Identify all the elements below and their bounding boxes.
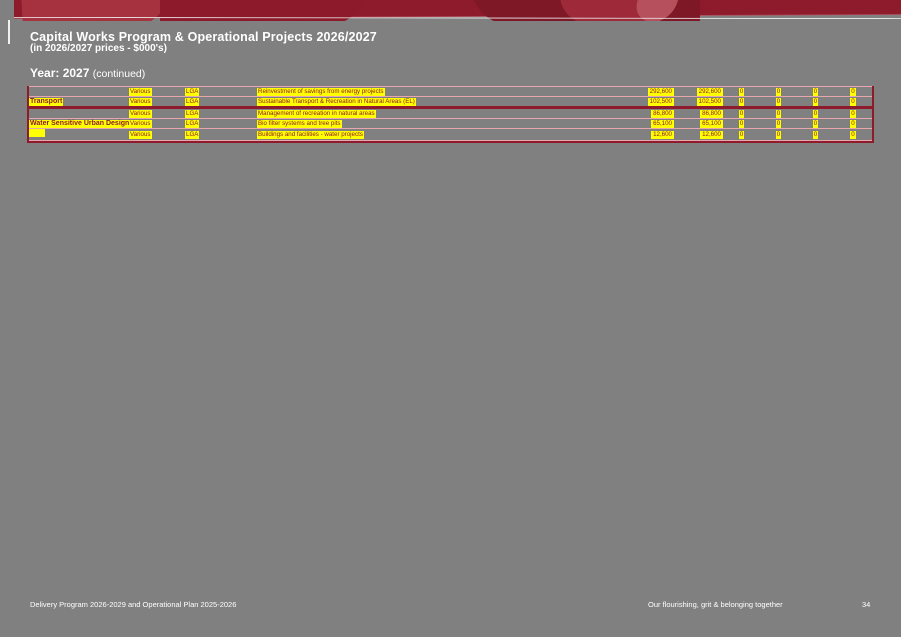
banner-left-notch xyxy=(0,0,14,21)
cell-funding-value: LGA xyxy=(185,120,200,128)
cell-description-value: Reinvestment of savings from energy proj… xyxy=(257,88,385,96)
cell-value-4: 0 xyxy=(760,86,797,97)
cell-description: Reinvestment of savings from energy proj… xyxy=(257,86,625,97)
cell-ward: Various xyxy=(129,107,185,119)
cell-category xyxy=(29,128,129,141)
cell-value-4: 0 xyxy=(760,107,797,119)
banner-swoosh-shape-2 xyxy=(160,0,370,21)
cell-ward-value: Various xyxy=(129,110,152,118)
cell-value-2: 12,600 xyxy=(674,128,723,141)
page-title: Capital Works Program & Operational Proj… xyxy=(30,30,377,44)
cell-funding: LGA xyxy=(185,128,257,141)
cell-description-value: Sustainable Transport & Recreation in Na… xyxy=(257,98,416,105)
cell-value-6: 0 xyxy=(834,96,872,109)
year-heading-continued: (continued) xyxy=(92,68,146,80)
cell-funding-value: LGA xyxy=(185,131,200,139)
cell-funding-value: LGA xyxy=(185,88,200,96)
cell-description: Bio filter systems and tree pits xyxy=(257,118,625,129)
cell-value-5: 0 xyxy=(797,107,834,119)
cell-ward-value: Various xyxy=(129,120,152,128)
cell-description: Buildings and facilities - water project… xyxy=(257,128,625,141)
page-subtitle: (in 2026/2027 prices - $000's) xyxy=(30,43,167,54)
cell-description: Sustainable Transport & Recreation in Na… xyxy=(257,96,625,109)
footer-page-number: 34 xyxy=(862,600,871,609)
cell-value-3: 0 xyxy=(723,107,760,119)
cell-funding: LGA xyxy=(185,118,257,129)
category-continuation-block xyxy=(29,129,45,137)
cell-funding: LGA xyxy=(185,107,257,119)
cell-ward-value: Various xyxy=(129,98,152,105)
cell-value-6: 0 xyxy=(834,118,872,129)
year-heading-label: Year: 2027 xyxy=(30,66,90,80)
cell-value-1: 292,600 xyxy=(625,86,674,97)
table-row: Transport Various LGA Sustainable Transp… xyxy=(29,96,872,109)
cell-category-value: Transport xyxy=(29,98,64,105)
cell-ward-value: Various xyxy=(129,88,152,96)
banner-hairline xyxy=(0,17,901,19)
cell-value-4: 0 xyxy=(760,118,797,129)
cell-description-value: Bio filter systems and tree pits xyxy=(257,120,342,128)
cell-ward: Various xyxy=(129,118,185,129)
cell-ward-value: Various xyxy=(129,131,152,139)
cell-value-2: 102,500 xyxy=(674,96,723,109)
cell-ward: Various xyxy=(129,128,185,141)
cell-category: Transport xyxy=(29,96,129,109)
cell-value-3: 0 xyxy=(723,118,760,129)
table-row: Various LGA Buildings and facilities - w… xyxy=(29,128,872,141)
table-row: Various LGA Management of recreation in … xyxy=(29,107,872,119)
cell-value-6: 0 xyxy=(834,86,872,97)
cell-category xyxy=(29,86,129,97)
cell-description: Management of recreation in natural area… xyxy=(257,107,625,119)
cell-description-value: Management of recreation in natural area… xyxy=(257,110,376,118)
cell-funding-value: LGA xyxy=(185,98,200,105)
footer-tagline: Our flourishing, grit & belonging togeth… xyxy=(648,600,783,609)
cell-value-2: 65,100 xyxy=(674,118,723,129)
cell-category-value: Water Sensitive Urban Design xyxy=(29,120,129,128)
cell-value-1: 12,600 xyxy=(625,128,674,141)
cell-value-5: 0 xyxy=(797,118,834,129)
capital-works-table-body: Various LGA Reinvestment of savings from… xyxy=(29,86,872,141)
cell-value-1: 65,100 xyxy=(625,118,674,129)
cell-ward: Various xyxy=(129,86,185,97)
cell-value-5: 0 xyxy=(797,128,834,141)
cell-description-value: Buildings and facilities - water project… xyxy=(257,131,364,139)
table-row: Various LGA Reinvestment of savings from… xyxy=(29,86,872,97)
cell-value-5: 0 xyxy=(797,86,834,97)
table-row: Water Sensitive Urban Design Various LGA… xyxy=(29,118,872,129)
cell-value-1: 86,800 xyxy=(625,107,674,119)
capital-works-table-container: Various LGA Reinvestment of savings from… xyxy=(27,86,874,143)
cell-funding: LGA xyxy=(185,96,257,109)
cell-category xyxy=(29,107,129,119)
cell-value-6: 0 xyxy=(834,128,872,141)
cell-value-2: 292,600 xyxy=(674,86,723,97)
cell-value-3: 0 xyxy=(723,128,760,141)
cell-funding-value: LGA xyxy=(185,110,200,118)
cell-value-3: 0 xyxy=(723,96,760,109)
year-heading: Year: 2027 (continued) xyxy=(30,66,145,80)
cell-funding: LGA xyxy=(185,86,257,97)
capital-works-table: Various LGA Reinvestment of savings from… xyxy=(29,86,872,141)
cell-ward: Various xyxy=(129,96,185,109)
cell-category: Water Sensitive Urban Design xyxy=(29,118,129,129)
cell-value-4: 0 xyxy=(760,96,797,109)
cell-value-3: 0 xyxy=(723,86,760,97)
page-header-banner xyxy=(0,0,901,21)
footer-document-reference: Delivery Program 2026-2029 and Operation… xyxy=(30,600,237,609)
cell-value-2: 86,800 xyxy=(674,107,723,119)
cell-value-5: 0 xyxy=(797,96,834,109)
cell-value-1: 102,500 xyxy=(625,96,674,109)
cell-value-4: 0 xyxy=(760,128,797,141)
cell-value-6: 0 xyxy=(834,107,872,119)
left-accent-rule xyxy=(8,20,10,44)
